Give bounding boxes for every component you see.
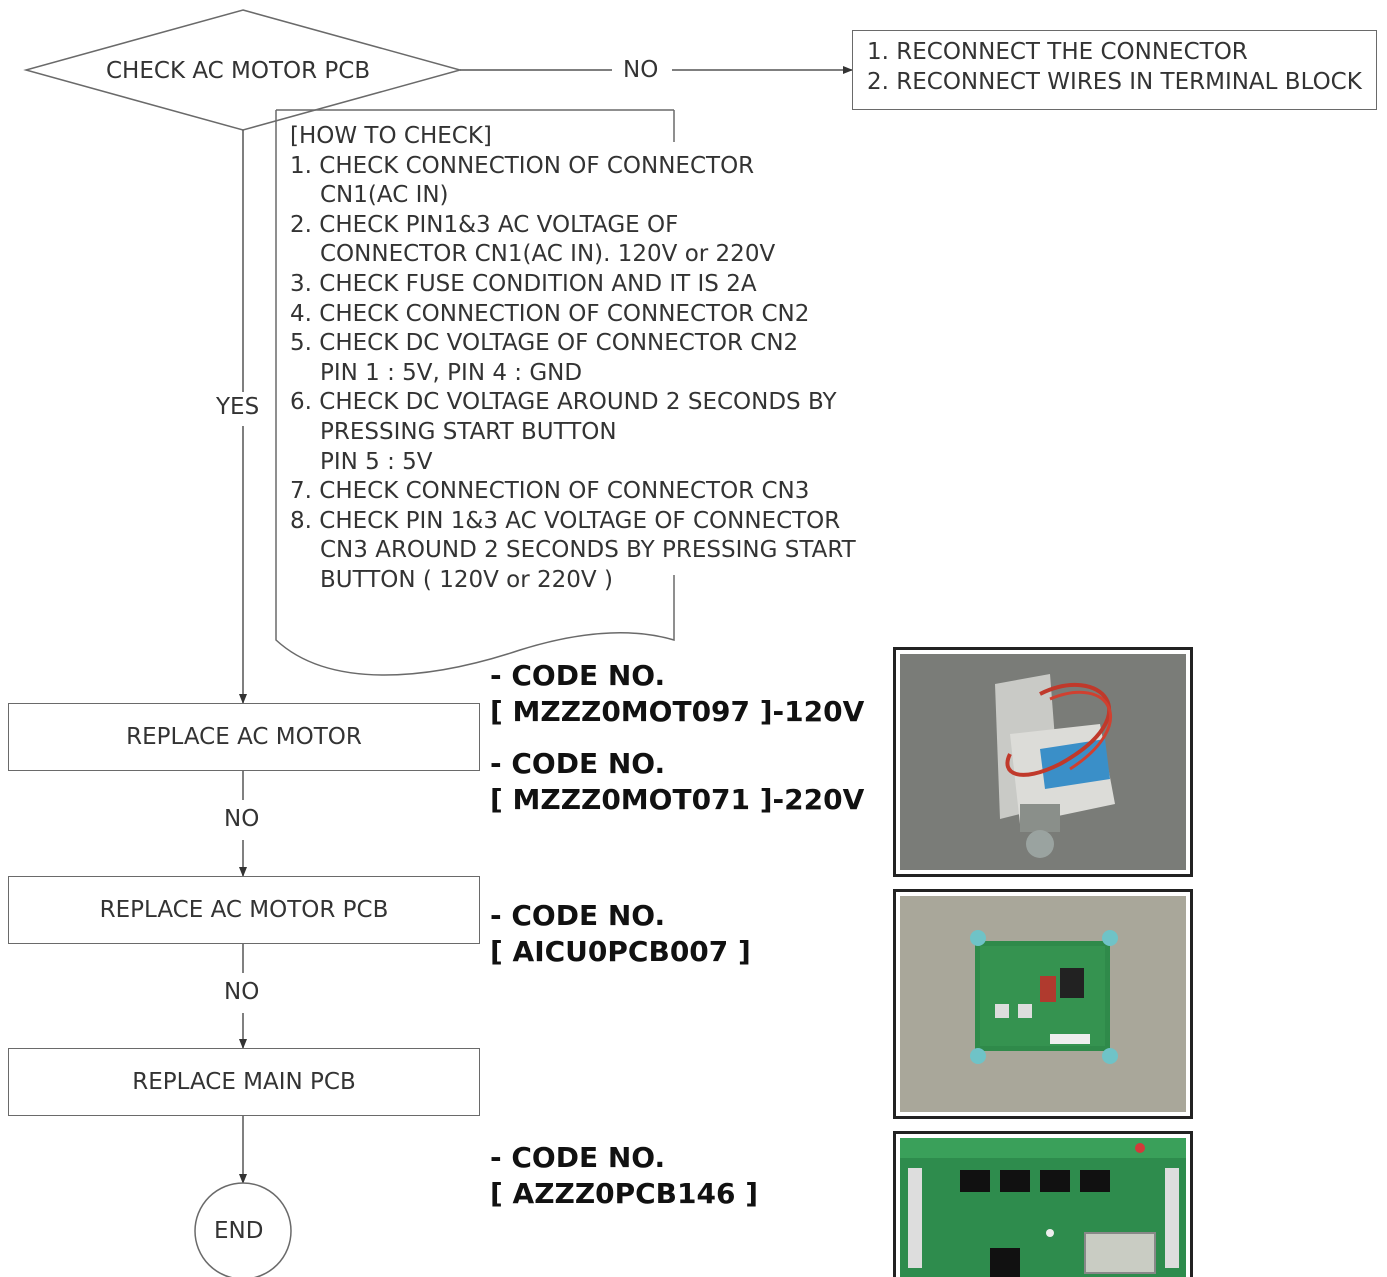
check-line: CN3 AROUND 2 SECONDS BY PRESSING START: [290, 536, 856, 566]
code-main-pcb: - CODE NO. [ AZZZ0PCB146 ]: [490, 1140, 758, 1212]
step-label: REPLACE MAIN PCB: [132, 1069, 356, 1095]
reconnect-line-2: 2. RECONNECT WIRES IN TERMINAL BLOCK: [867, 67, 1362, 97]
step-replace-ac-motor-pcb: REPLACE AC MOTOR PCB: [8, 876, 480, 944]
check-line: 7. CHECK CONNECTION OF CONNECTOR CN3: [290, 477, 856, 507]
no-branch-label: NO: [623, 59, 658, 82]
yes-branch-label: YES: [216, 396, 259, 419]
check-line: 3. CHECK FUSE CONDITION AND IT IS 2A: [290, 270, 856, 300]
check-line: 5. CHECK DC VOLTAGE OF CONNECTOR CN2: [290, 329, 856, 359]
code-heading: - CODE NO.: [490, 658, 864, 694]
code-motor-120: - CODE NO. [ MZZZ0MOT097 ]-120V: [490, 658, 864, 730]
check-line: PIN 1 : 5V, PIN 4 : GND: [290, 359, 856, 389]
code-motor-220: - CODE NO. [ MZZZ0MOT071 ]-220V: [490, 746, 864, 818]
code-heading: - CODE NO.: [490, 898, 751, 934]
check-line: 1. CHECK CONNECTION OF CONNECTOR: [290, 152, 856, 182]
code-heading: - CODE NO.: [490, 746, 864, 782]
check-line: 4. CHECK CONNECTION OF CONNECTOR CN2: [290, 300, 856, 330]
code-motor-pcb: - CODE NO. [ AICU0PCB007 ]: [490, 898, 751, 970]
check-line: 2. CHECK PIN1&3 AC VOLTAGE OF: [290, 211, 856, 241]
no-label-2: NO: [224, 981, 259, 1004]
reconnect-line-1: 1. RECONNECT THE CONNECTOR: [867, 37, 1362, 67]
code-value: [ AICU0PCB007 ]: [490, 934, 751, 970]
check-line: 8. CHECK PIN 1&3 AC VOLTAGE OF CONNECTOR: [290, 507, 856, 537]
main-pcb-photo: [893, 1131, 1193, 1277]
reconnect-action-box: 1. RECONNECT THE CONNECTOR 2. RECONNECT …: [852, 30, 1377, 110]
how-to-check-text: [HOW TO CHECK] 1. CHECK CONNECTION OF CO…: [290, 122, 856, 596]
code-value: [ MZZZ0MOT097 ]-120V: [490, 694, 864, 730]
code-value: [ MZZZ0MOT071 ]-220V: [490, 782, 864, 818]
step-label: REPLACE AC MOTOR PCB: [100, 897, 389, 923]
check-line: PIN 5 : 5V: [290, 448, 856, 478]
step-replace-ac-motor: REPLACE AC MOTOR: [8, 703, 480, 771]
check-line: PRESSING START BUTTON: [290, 418, 856, 448]
code-value: [ AZZZ0PCB146 ]: [490, 1176, 758, 1212]
check-line: CN1(AC IN): [290, 181, 856, 211]
how-to-check-title: [HOW TO CHECK]: [290, 122, 856, 152]
end-label: END: [214, 1220, 263, 1243]
check-line: 6. CHECK DC VOLTAGE AROUND 2 SECONDS BY: [290, 388, 856, 418]
no-label-1: NO: [224, 808, 259, 831]
code-heading: - CODE NO.: [490, 1140, 758, 1176]
check-line: BUTTON ( 120V or 220V ): [290, 566, 856, 596]
step-replace-main-pcb: REPLACE MAIN PCB: [8, 1048, 480, 1116]
ac-motor-pcb-photo: [893, 889, 1193, 1119]
ac-motor-photo: [893, 647, 1193, 877]
step-label: REPLACE AC MOTOR: [126, 724, 362, 750]
check-line: CONNECTOR CN1(AC IN). 120V or 220V: [290, 240, 856, 270]
decision-label: CHECK AC MOTOR PCB: [106, 60, 370, 83]
